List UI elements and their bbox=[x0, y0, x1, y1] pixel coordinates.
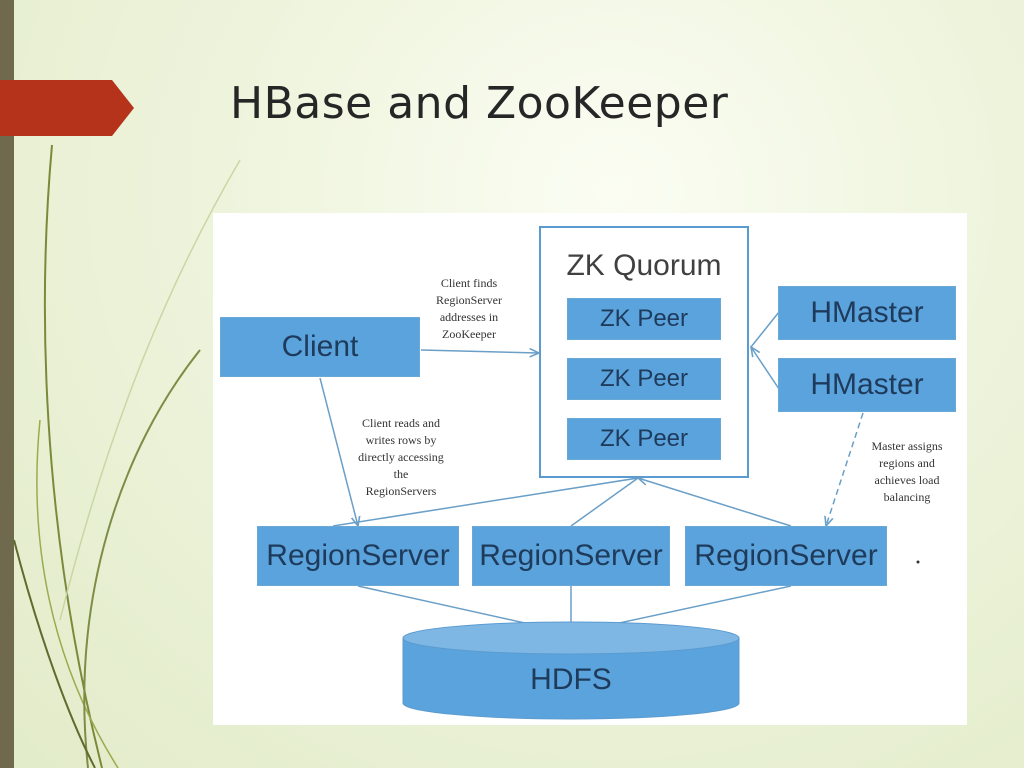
zk-peer-2: ZK Peer bbox=[567, 358, 721, 400]
regionserver-box-3: RegionServer bbox=[685, 526, 887, 586]
arrow-client-to-zk bbox=[420, 350, 539, 353]
note-master-assigns: Master assigns regions and achieves load… bbox=[871, 439, 943, 504]
slide-title: HBase and ZooKeeper bbox=[230, 78, 729, 129]
hmaster-box-2: HMaster bbox=[778, 358, 956, 412]
hdfs-label: HDFS bbox=[530, 663, 612, 696]
note-client-finds: Client finds RegionServer addresses in Z… bbox=[436, 276, 502, 341]
arrow-regionserver2-to-zk bbox=[570, 477, 639, 527]
arrow-hmaster-to-regionserver bbox=[826, 412, 864, 526]
arrow-regionserver1-to-zk bbox=[332, 477, 639, 527]
arrow-client-to-regionserver bbox=[319, 377, 358, 526]
diagram-connectors bbox=[319, 311, 920, 720]
arrow-hmaster2-to-zk bbox=[751, 347, 780, 390]
arrow-regionserver3-to-zk bbox=[638, 478, 792, 527]
zk-quorum-title: ZK Quorum bbox=[566, 249, 722, 282]
hmaster-box-1: HMaster bbox=[778, 286, 956, 340]
architecture-diagram: ZK Quorum ZK Peer ZK Peer ZK Peer Client… bbox=[213, 213, 967, 725]
zk-peer-1: ZK Peer bbox=[567, 298, 721, 340]
left-accent-bar bbox=[0, 0, 14, 768]
arrow-hmaster1-to-zk bbox=[750, 311, 780, 348]
client-box: Client bbox=[220, 317, 420, 377]
hdfs-cylinder bbox=[402, 621, 740, 720]
title-arrow-shape bbox=[0, 80, 134, 136]
note-client-reads: Client reads and writes rows by directly… bbox=[358, 416, 444, 498]
stray-dot bbox=[916, 560, 920, 564]
regionserver-box-1: RegionServer bbox=[257, 526, 459, 586]
regionserver-box-2: RegionServer bbox=[472, 526, 670, 586]
zk-peer-3: ZK Peer bbox=[567, 418, 721, 460]
